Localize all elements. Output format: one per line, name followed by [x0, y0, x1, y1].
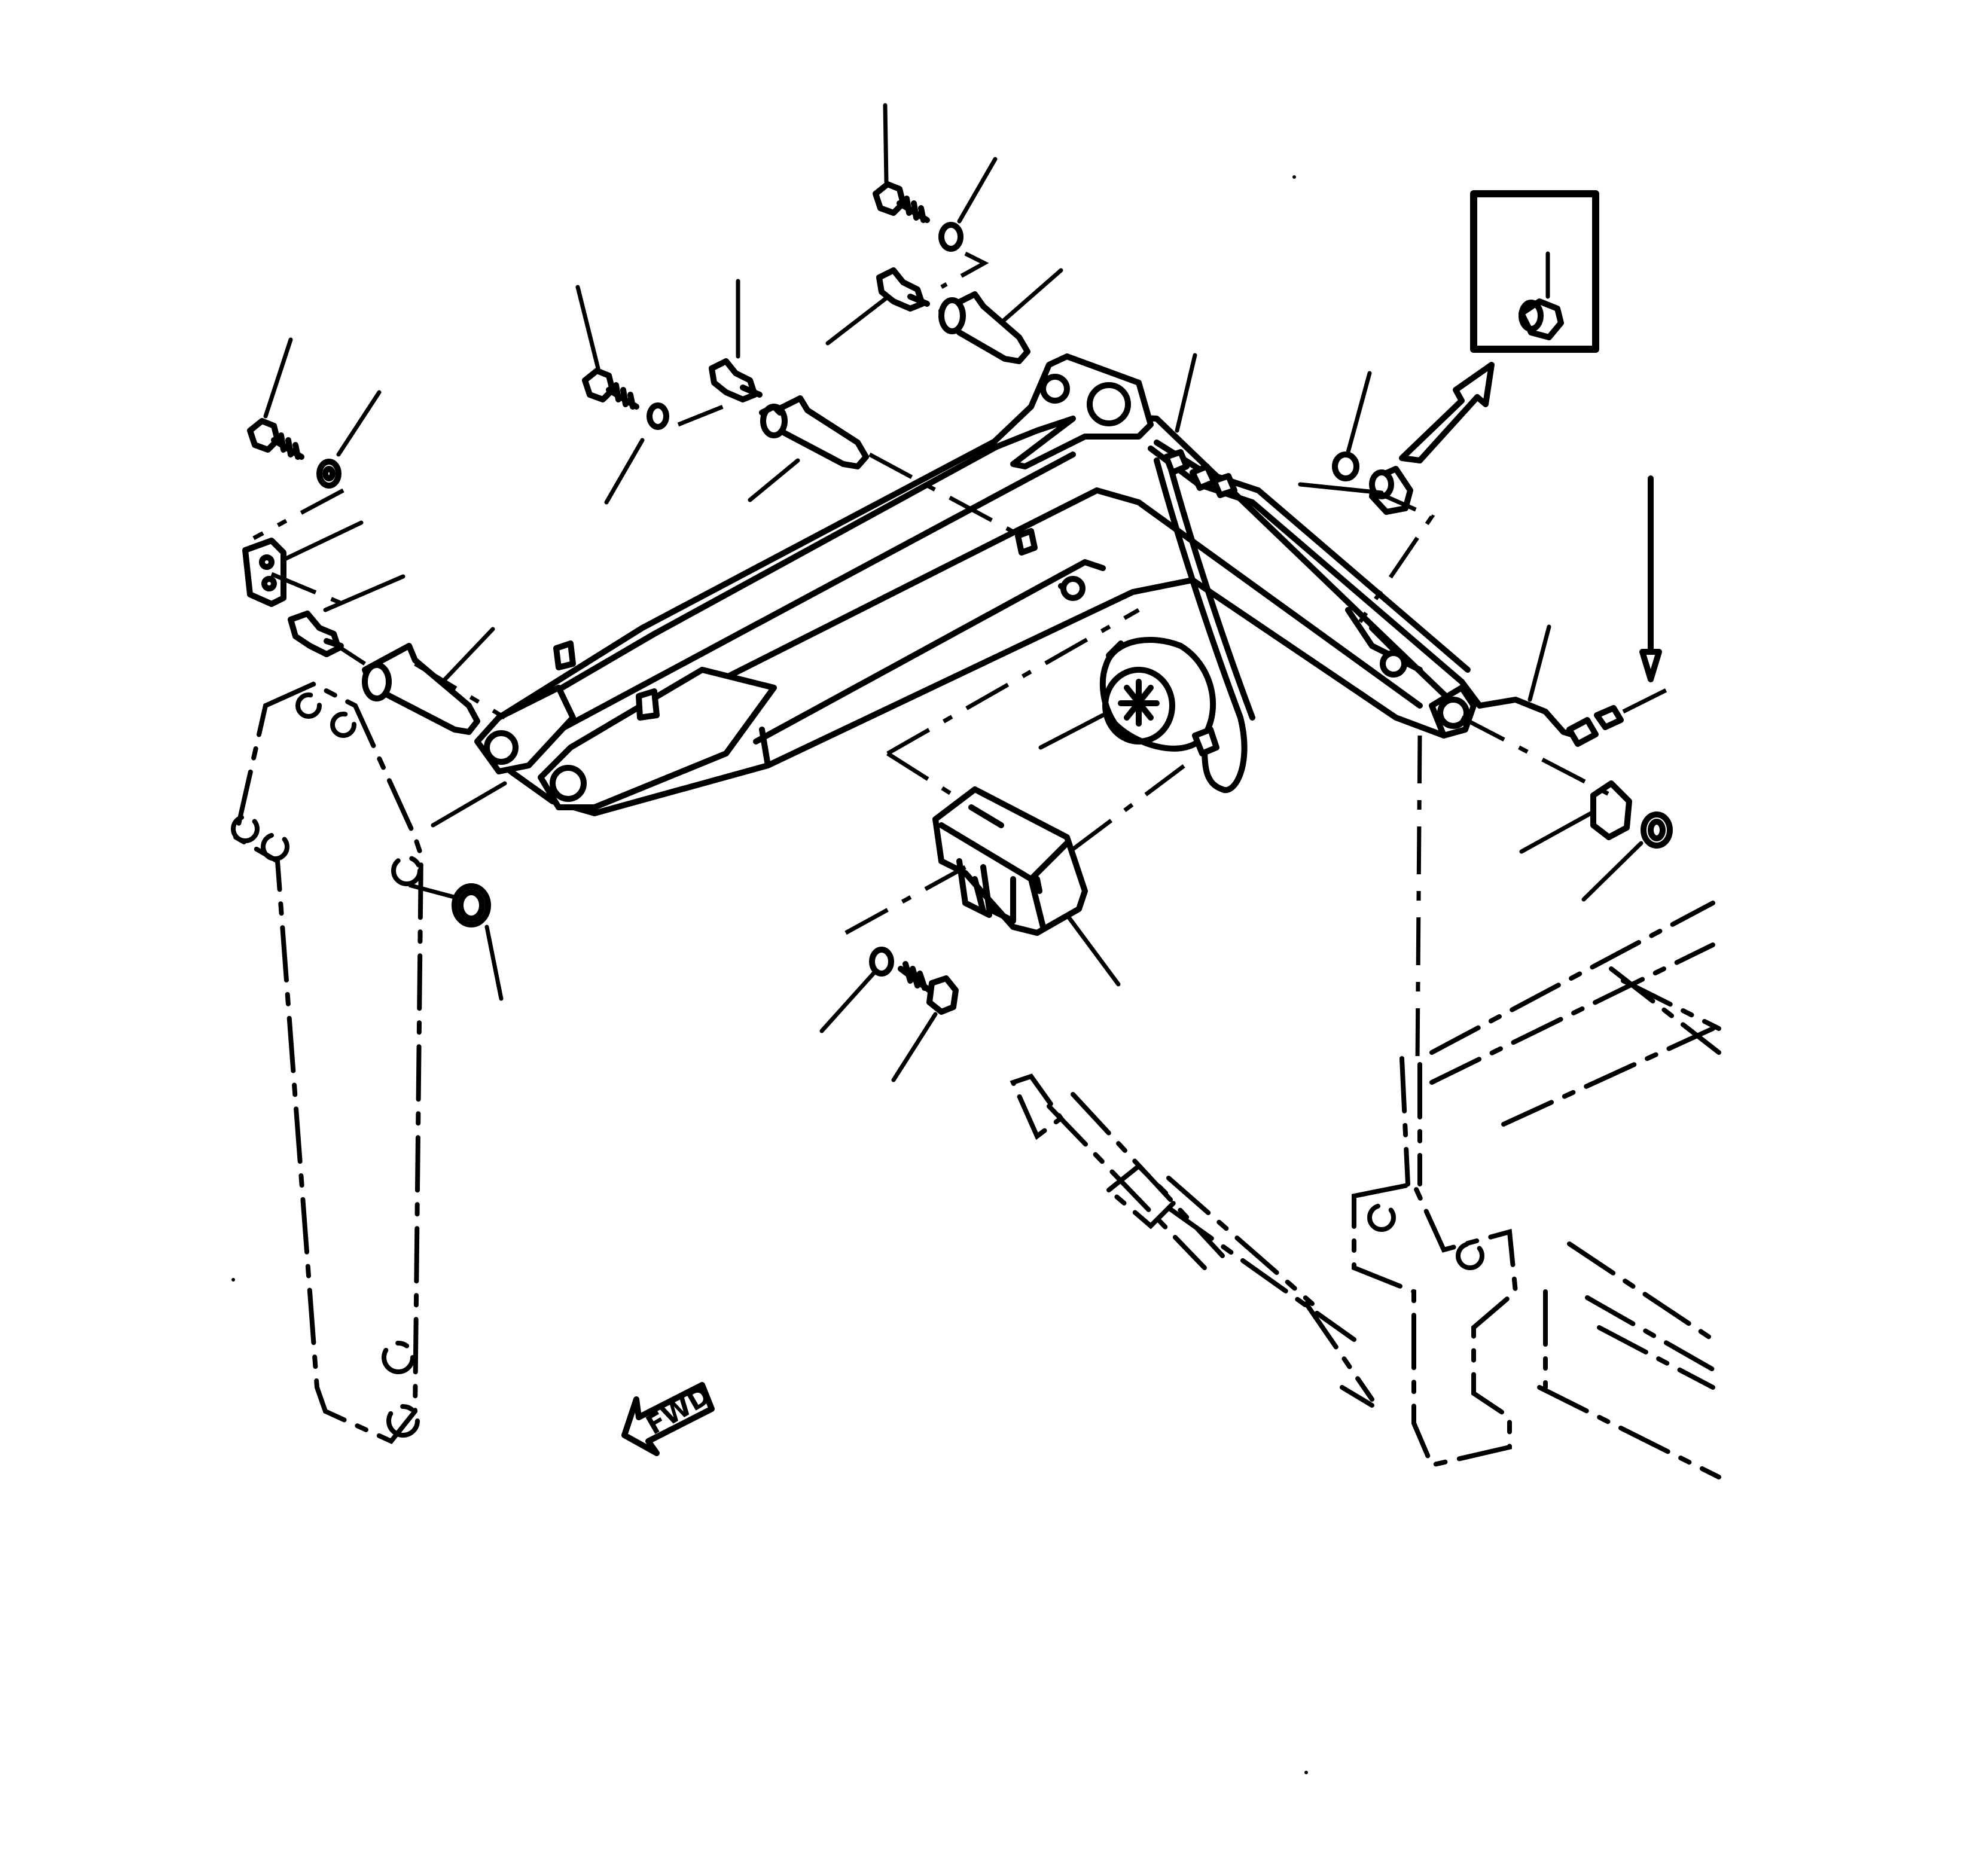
stray-dot: [1304, 1771, 1308, 1774]
stray-dot: [231, 1278, 235, 1282]
phantom-frame: [1010, 901, 1721, 1479]
stray-dot: [1292, 175, 1296, 179]
leader-lines: [263, 103, 1644, 1082]
top-pin-group: [873, 181, 1030, 364]
boom: [474, 353, 1477, 816]
light-bolt-group: [844, 608, 1194, 1015]
fwd-direction-arrow: FWD: [621, 1380, 716, 1456]
middle-pin-group: [582, 358, 1026, 541]
light-bracket: [932, 786, 1088, 936]
phantom-arm: [231, 681, 424, 1444]
left-pin-group: [242, 418, 506, 928]
down-arrow: [1639, 475, 1662, 682]
fwd-label: FWD: [641, 1380, 716, 1441]
right-bushing-group: [1332, 451, 1673, 1065]
detail-inset: [1399, 190, 1599, 463]
work-light: [1099, 637, 1219, 756]
hose-line: [1148, 440, 1672, 794]
